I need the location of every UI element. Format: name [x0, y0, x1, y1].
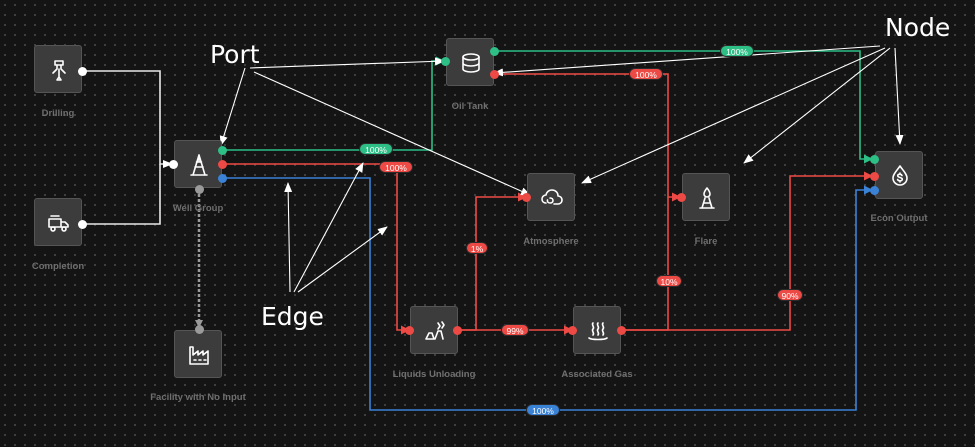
factory-icon — [189, 346, 209, 365]
port-atmosphere-in[interactable] — [522, 193, 531, 202]
port-completion-out[interactable] — [78, 220, 87, 229]
edge-label-liquids-assocgas: 99% — [501, 324, 529, 336]
node-oil-tank[interactable] — [446, 38, 494, 86]
port-wellgroup-out-gas[interactable] — [218, 160, 227, 169]
money-drop-icon — [892, 165, 908, 186]
port-oiltank-out-oil[interactable] — [490, 47, 499, 56]
edge-completion-wellgroup[interactable] — [82, 164, 161, 225]
heat-waves-icon — [588, 322, 608, 341]
pointer-port-atmosphere — [253, 71, 531, 196]
node-label-associated-gas: Associated Gas — [561, 369, 633, 380]
port-facility-in[interactable] — [195, 325, 204, 334]
node-flare[interactable] — [682, 173, 730, 221]
edge-assocgas-econ[interactable] — [621, 171, 873, 331]
annotation-port: Port — [210, 40, 260, 69]
port-econ-in-oil[interactable] — [870, 155, 879, 164]
pointer-node-oiltank — [493, 45, 881, 77]
port-liquids-out[interactable] — [453, 326, 462, 335]
annotation-node: Node — [885, 13, 951, 42]
port-wellgroup-out-water[interactable] — [218, 174, 227, 183]
edge-label-wellgroup-liquids: 100% — [379, 161, 413, 173]
cloud-swirl-icon — [541, 189, 563, 205]
node-label-flare: Flare — [694, 236, 718, 247]
liquids-unloading-icon — [425, 321, 445, 340]
node-liquids-unloading[interactable] — [410, 306, 458, 354]
pointer-node-atmosphere — [581, 47, 886, 184]
edge-label-assocgas-flare: 10% — [656, 275, 682, 287]
node-facility[interactable] — [174, 330, 222, 378]
port-oiltank-out-gas[interactable] — [490, 70, 499, 79]
oil-derrick-icon — [190, 154, 208, 176]
node-drilling[interactable] — [34, 45, 82, 93]
node-label-atmosphere: Atmosphere — [523, 236, 579, 247]
edge-wellgroup-liquids[interactable] — [222, 163, 410, 335]
port-econ-in-water[interactable] — [870, 186, 879, 195]
pointer-edge-2 — [293, 162, 364, 293]
edge-liquids-atmosphere[interactable] — [457, 192, 527, 331]
drill-icon — [52, 60, 66, 81]
edge-label-liquids-atmosphere: 1% — [466, 242, 488, 254]
edge-label-oiltank-econ: 100% — [720, 45, 754, 57]
annotation-edge: Edge — [261, 302, 324, 331]
pointer-node-econ — [894, 47, 904, 145]
port-wellgroup-out-dev[interactable] — [195, 185, 204, 194]
node-well-group[interactable] — [174, 140, 222, 188]
pointer-edge-3 — [297, 226, 388, 293]
node-label-well-group: Well Group — [172, 203, 224, 214]
port-assocgas-out[interactable] — [617, 326, 626, 335]
flare-stack-icon — [699, 187, 715, 209]
edge-label-oiltank-flare: 100% — [629, 68, 663, 80]
edge-label-wellgroup-oiltank: 100% — [359, 143, 393, 155]
tank-icon — [462, 53, 480, 73]
pointer-port-wellgroup — [219, 67, 246, 146]
node-label-completion: Completion — [31, 261, 85, 272]
pointer-node-flare — [743, 47, 891, 164]
port-econ-in-gas[interactable] — [870, 172, 879, 181]
edge-assocgas-flare[interactable] — [621, 197, 669, 331]
node-label-econ-output: Econ Output — [870, 213, 928, 224]
edge-label-assocgas-econ: 90% — [777, 289, 803, 301]
port-oiltank-in[interactable] — [441, 57, 450, 66]
edge-wellgroup-econ-water[interactable] — [222, 177, 873, 411]
port-wellgroup-in[interactable] — [169, 160, 178, 169]
node-econ-output[interactable] — [875, 151, 923, 199]
port-flare-in[interactable] — [677, 193, 686, 202]
port-assocgas-in[interactable] — [568, 326, 577, 335]
port-drilling-out[interactable] — [78, 67, 87, 76]
edge-oiltank-flare[interactable] — [494, 73, 681, 202]
node-label-liquids-unloading: Liquids Unloading — [392, 369, 476, 380]
node-associated-gas[interactable] — [573, 306, 621, 354]
node-completion[interactable] — [34, 198, 82, 246]
pointer-port-oiltank — [249, 57, 445, 69]
node-atmosphere[interactable] — [527, 173, 575, 221]
port-wellgroup-out-oil[interactable] — [218, 146, 227, 155]
edge-label-wellgroup-econ-water: 100% — [526, 404, 560, 416]
edge-drilling-wellgroup[interactable] — [82, 70, 173, 168]
node-label-oil-tank: Oil Tank — [451, 101, 489, 112]
truck-icon — [48, 215, 69, 232]
node-label-drilling: Drilling — [41, 108, 75, 119]
node-label-facility: Facility with No Input — [150, 392, 246, 403]
port-liquids-in[interactable] — [405, 326, 414, 335]
pointer-edge-1 — [284, 182, 293, 293]
edge-oiltank-econ[interactable] — [494, 50, 873, 164]
